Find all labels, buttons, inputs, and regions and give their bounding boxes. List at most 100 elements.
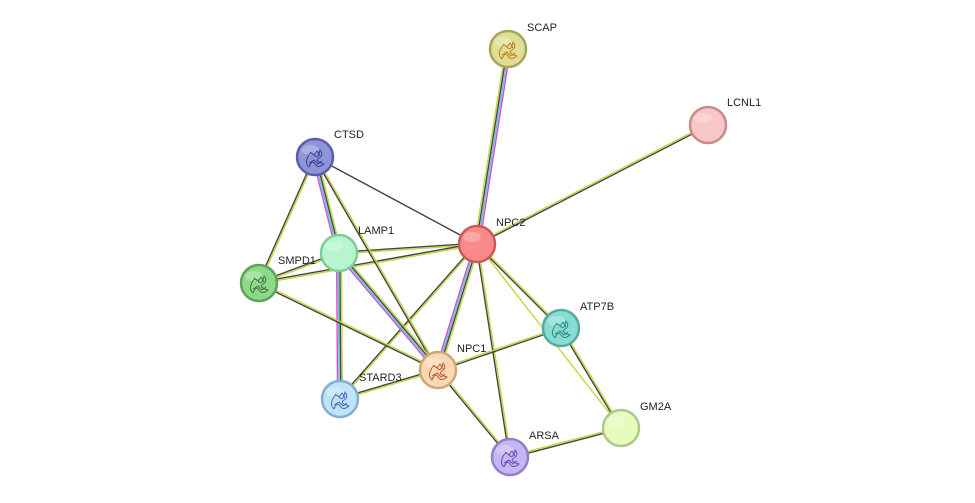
edge-line-coexpression xyxy=(257,156,315,283)
edge-npc2-npc1[interactable] xyxy=(435,243,480,371)
node-label: NPC2 xyxy=(496,217,525,229)
node-highlight xyxy=(301,145,319,155)
node-highlight xyxy=(547,316,565,326)
node-circle xyxy=(541,308,581,348)
edge-line-experimental xyxy=(335,253,339,400)
node-scap[interactable]: SCAP xyxy=(488,22,557,69)
node-label: ARSA xyxy=(529,430,560,442)
edge-npc2-lcnl1[interactable] xyxy=(476,123,709,246)
edge-line-coexpression xyxy=(313,157,438,371)
node-smpd1[interactable]: SMPD1 xyxy=(239,255,316,303)
node-atp7b[interactable]: ATP7B xyxy=(541,301,614,348)
node-npc2[interactable]: NPC2 xyxy=(457,217,525,264)
edge-line-textmining xyxy=(259,281,439,370)
edge-line-textmining xyxy=(340,252,344,399)
edge-npc2-smpd1[interactable] xyxy=(258,242,478,285)
edge-line-textmining xyxy=(439,244,480,371)
node-label: NPC1 xyxy=(457,343,486,355)
edge-line-coexpression xyxy=(258,242,477,283)
edge-npc1-atp7b[interactable] xyxy=(437,326,562,372)
edge-line-coexpression xyxy=(559,328,621,429)
protein-structure-icon xyxy=(498,41,518,60)
edge-npc2-scap[interactable] xyxy=(473,48,512,245)
edge-line-coexpression xyxy=(338,243,477,399)
node-highlight xyxy=(494,37,512,47)
edge-line-database xyxy=(337,253,340,400)
node-circle xyxy=(295,137,335,177)
node-label: GM2A xyxy=(640,401,672,413)
protein-structure-icon xyxy=(428,362,448,381)
node-circle xyxy=(319,233,359,273)
edge-atp7b-gm2a[interactable] xyxy=(559,327,623,429)
node-circle xyxy=(601,408,641,448)
edge-line-coexpression xyxy=(339,252,440,370)
protein-structure-icon xyxy=(500,449,520,468)
edge-line-coexpression xyxy=(475,244,561,330)
edge-npc2-lamp1[interactable] xyxy=(338,242,478,255)
node-label: LAMP1 xyxy=(358,225,394,237)
edge-line-coexpression xyxy=(477,125,709,246)
node-npc1[interactable]: NPC1 xyxy=(418,343,486,390)
edge-line-coexpression xyxy=(475,48,508,244)
edge-line-textmining xyxy=(437,326,561,370)
node-circle xyxy=(457,224,497,264)
node-circle xyxy=(490,437,530,477)
edge-line-textmining xyxy=(476,123,708,244)
node-highlight xyxy=(325,241,343,251)
edge-line-experimental xyxy=(435,243,476,370)
edge-line-textmining xyxy=(339,244,478,255)
edge-line-coexpression xyxy=(438,328,562,372)
node-circle xyxy=(239,263,279,303)
edge-line-coexpression xyxy=(338,242,477,253)
edge-line-database xyxy=(337,253,438,371)
node-gm2a[interactable]: GM2A xyxy=(601,401,672,448)
edge-line-textmining xyxy=(561,327,623,428)
edge-lamp1-stard3[interactable] xyxy=(335,252,344,400)
protein-structure-icon xyxy=(551,320,571,339)
node-label: SCAP xyxy=(527,22,557,34)
protein-structure-icon xyxy=(249,275,269,294)
edge-ctsd-npc1[interactable] xyxy=(313,156,440,371)
edge-line-textmining xyxy=(259,244,478,285)
protein-structure-icon xyxy=(305,149,325,168)
node-label: ATP7B xyxy=(580,301,614,313)
edge-npc2-ctsd[interactable] xyxy=(314,156,478,245)
edge-line-textmining xyxy=(477,242,563,328)
edge-line-coexpression xyxy=(258,283,438,372)
node-ctsd[interactable]: CTSD xyxy=(295,129,364,177)
node-circle xyxy=(320,379,360,419)
edge-line-textmining xyxy=(315,156,440,370)
node-lamp1[interactable]: LAMP1 xyxy=(319,225,394,273)
edge-line-textmining xyxy=(340,250,441,369)
edge-ctsd-smpd1[interactable] xyxy=(257,156,317,284)
node-highlight xyxy=(463,232,481,242)
node-highlight xyxy=(245,271,263,281)
edge-line-experimental xyxy=(336,254,437,373)
node-highlight xyxy=(607,416,625,426)
node-label: LCNL1 xyxy=(727,97,761,109)
node-circle xyxy=(688,105,728,145)
edge-line-database xyxy=(477,49,510,245)
edge-line-coexpression xyxy=(314,156,478,245)
node-highlight xyxy=(424,358,442,368)
edge-line-coexpression xyxy=(438,244,479,371)
node-highlight xyxy=(326,387,344,397)
edge-npc2-atp7b[interactable] xyxy=(475,242,563,330)
node-label: STARD3 xyxy=(359,372,402,384)
node-circle xyxy=(488,29,528,69)
edge-lamp1-npc1[interactable] xyxy=(336,250,441,373)
node-stard3[interactable]: STARD3 xyxy=(320,372,402,419)
node-circle xyxy=(418,350,458,390)
protein-structure-icon xyxy=(330,391,350,410)
node-arsa[interactable]: ARSA xyxy=(490,430,560,477)
edge-line-textmining xyxy=(259,157,317,284)
edge-line-database xyxy=(436,243,477,370)
edge-line-textmining xyxy=(473,48,507,244)
edge-line-experimental xyxy=(478,49,512,245)
edge-line-coexpression xyxy=(339,252,342,399)
node-highlight xyxy=(694,113,712,123)
edge-smpd1-npc1[interactable] xyxy=(258,281,439,372)
node-lcnl1[interactable]: LCNL1 xyxy=(688,97,761,145)
